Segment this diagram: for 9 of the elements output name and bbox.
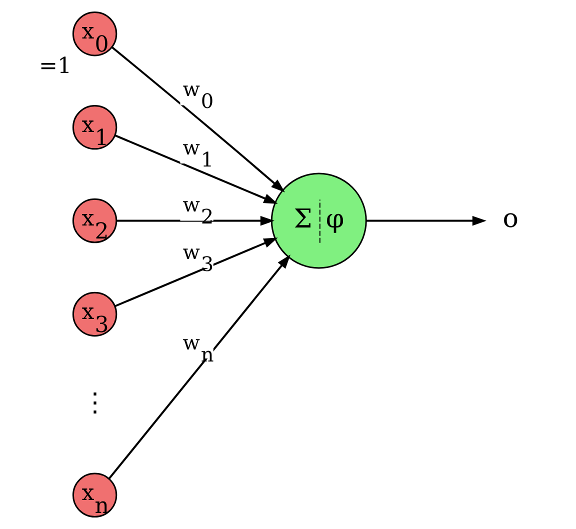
- arrow: [114, 134, 278, 204]
- node-text: o: [502, 204, 518, 234]
- arrow: [116, 216, 274, 226]
- label: ⋮: [82, 388, 108, 418]
- arrow: [108, 254, 290, 480]
- arrow: [111, 46, 284, 192]
- node-label: =1: [38, 53, 72, 80]
- arrow: [114, 238, 278, 308]
- arrow: [366, 216, 486, 226]
